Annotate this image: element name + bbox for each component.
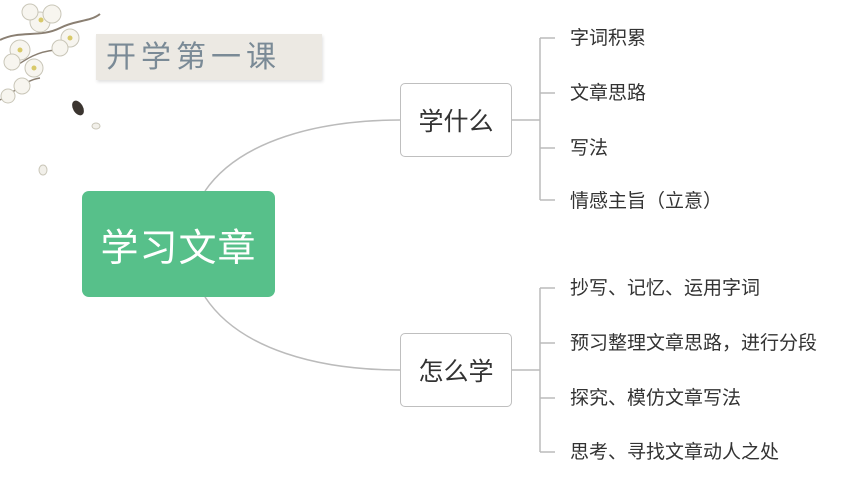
connector-central-to-branch-2 — [204, 296, 401, 371]
leaf-vocabulary: 字词积累 — [570, 27, 647, 49]
plum-blossom-decoration — [0, 3, 101, 176]
title-banner — [96, 34, 322, 80]
leaf-explore-imitate: 探究、模仿文章写法 — [570, 387, 742, 409]
leaf-theme: 情感主旨（立意） — [570, 190, 723, 212]
leaf-reflect-touching: 思考、寻找文章动人之处 — [570, 441, 780, 463]
central-topic: 学习文章 — [82, 191, 275, 297]
leaf-preview-segment: 预习整理文章思路，进行分段 — [570, 332, 818, 354]
connector-central-to-branch-1 — [204, 119, 401, 192]
branch-how-to-learn: 怎么学 — [400, 333, 512, 407]
connector-branch-2-bracket — [512, 287, 555, 453]
leaf-copy-memorize: 抄写、记忆、运用字词 — [570, 277, 761, 299]
branch-what-to-learn: 学什么 — [400, 83, 512, 157]
connector-branch-1-bracket — [512, 37, 555, 201]
leaf-writing-method: 写法 — [570, 137, 609, 159]
leaf-structure: 文章思路 — [570, 82, 647, 104]
page-title: 开学第一课 — [106, 40, 281, 75]
